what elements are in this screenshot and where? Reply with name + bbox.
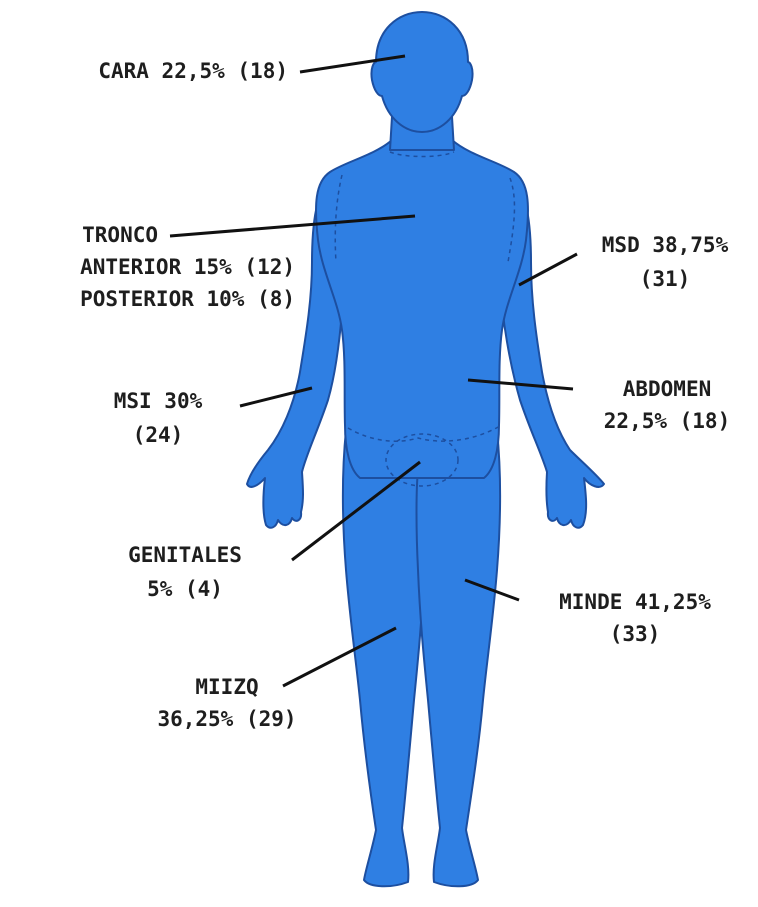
msi-label-line2: (24) — [133, 423, 184, 447]
miizq-label-line1: MIIZQ — [195, 675, 258, 699]
genitales-label-line1: GENITALES — [128, 543, 242, 567]
tronco-label-anterior: ANTERIOR 15% (12) — [80, 255, 295, 279]
abdomen-label-line1: ABDOMEN — [623, 377, 712, 401]
head — [371, 12, 472, 132]
minde-label-line2: (33) — [610, 622, 661, 646]
genitales-label-line2: 5% (4) — [147, 577, 223, 601]
minde-label-line1: MINDE 41,25% — [559, 590, 711, 614]
right-leg — [417, 430, 501, 886]
abdomen-label-line2: 22,5% (18) — [604, 409, 730, 433]
msd-label-line2: (31) — [640, 267, 691, 291]
msi-label-line1: MSI 30% — [114, 389, 203, 413]
tronco-label-posterior: POSTERIOR 10% (8) — [80, 287, 295, 311]
miizq-label-line2: 36,25% (29) — [157, 707, 296, 731]
msd-label-line1: MSD 38,75% — [602, 233, 729, 257]
cara-label: CARA 22,5% (18) — [98, 59, 288, 83]
body-silhouette — [247, 12, 604, 886]
tronco-label-title: TRONCO — [82, 223, 158, 247]
left-leg — [343, 430, 426, 886]
